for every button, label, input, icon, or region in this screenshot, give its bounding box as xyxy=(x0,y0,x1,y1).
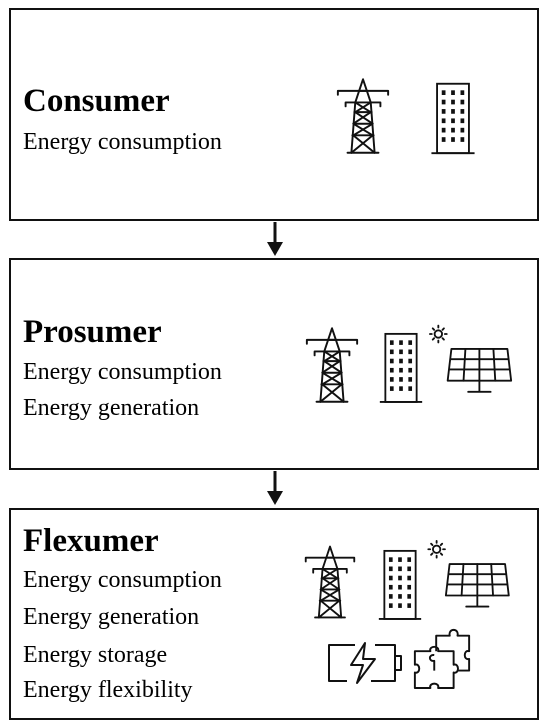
prosumer-box: Prosumer Energy consumption Energy gener… xyxy=(9,258,539,470)
consumer-line-consumption: Energy consumption xyxy=(23,129,222,155)
solar-panel-icon xyxy=(427,540,511,614)
prosumer-line-generation: Energy generation xyxy=(23,395,200,421)
flexumer-line-flexibility: Energy flexibility xyxy=(23,677,193,703)
flexumer-line-storage: Energy storage xyxy=(23,642,168,668)
power-pylon-icon xyxy=(302,543,358,621)
puzzle-icon xyxy=(411,622,473,692)
flexumer-line-generation: Energy generation xyxy=(23,604,200,630)
building-icon xyxy=(378,328,424,406)
building-icon xyxy=(428,80,478,155)
consumer-title: Consumer xyxy=(23,83,170,119)
arrow-consumer-to-prosumer xyxy=(265,222,285,258)
power-pylon-icon xyxy=(303,325,361,405)
prosumer-title: Prosumer xyxy=(23,314,162,350)
arrow-prosumer-to-flexumer xyxy=(265,471,285,507)
power-pylon-icon xyxy=(334,77,392,155)
flexumer-title: Flexumer xyxy=(23,523,159,559)
battery-charging-icon xyxy=(325,641,405,685)
solar-panel-icon xyxy=(429,324,513,400)
prosumer-line-consumption: Energy consumption xyxy=(23,359,222,385)
flexumer-line-consumption: Energy consumption xyxy=(23,567,222,593)
building-icon xyxy=(377,546,423,622)
flexumer-box: Flexumer Energy consumption Energy gener… xyxy=(9,508,539,720)
consumer-box: Consumer Energy consumption xyxy=(9,8,539,221)
